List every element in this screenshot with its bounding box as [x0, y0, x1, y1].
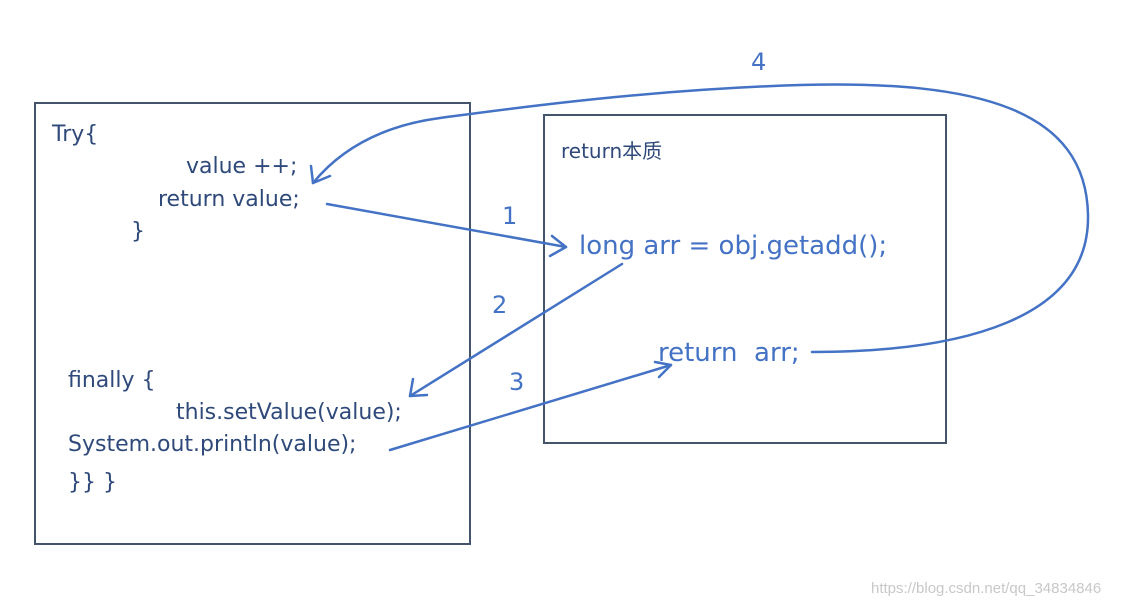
code-return-arr: return arr; — [658, 338, 800, 368]
code-try-close: } — [131, 219, 145, 244]
arrow-step-4-head — [309, 164, 332, 185]
code-println: System.out.println(value); — [68, 432, 357, 457]
arrow-step-1 — [325, 202, 568, 249]
code-long-arr: long arr = obj.getadd(); — [579, 231, 888, 261]
code-try: Try{ — [52, 122, 99, 147]
arrow-step-2 — [408, 262, 624, 398]
step-label-1: 1 — [502, 202, 518, 230]
code-set-value: this.setValue(value); — [176, 400, 402, 425]
arrow-step-4 — [311, 83, 1090, 354]
step-label-4: 4 — [751, 48, 767, 76]
arrow-step-1-head — [548, 234, 568, 258]
arrow-step-2-head — [408, 377, 429, 398]
arrow-step-3 — [388, 363, 673, 452]
code-return-value: return value; — [158, 187, 300, 212]
watermark: https://blog.csdn.net/qq_34834846 — [871, 580, 1102, 597]
step-label-3: 3 — [509, 368, 525, 396]
code-closing-braces: }} } — [68, 470, 117, 495]
try-finally-box — [34, 102, 471, 545]
code-value-increment: value ++; — [186, 154, 298, 179]
code-finally: finally { — [68, 368, 156, 393]
arrow-step-3-head — [653, 360, 673, 379]
return-essence-title: return本质 — [561, 139, 663, 163]
return-essence-box — [543, 114, 947, 444]
step-label-2: 2 — [492, 291, 508, 319]
